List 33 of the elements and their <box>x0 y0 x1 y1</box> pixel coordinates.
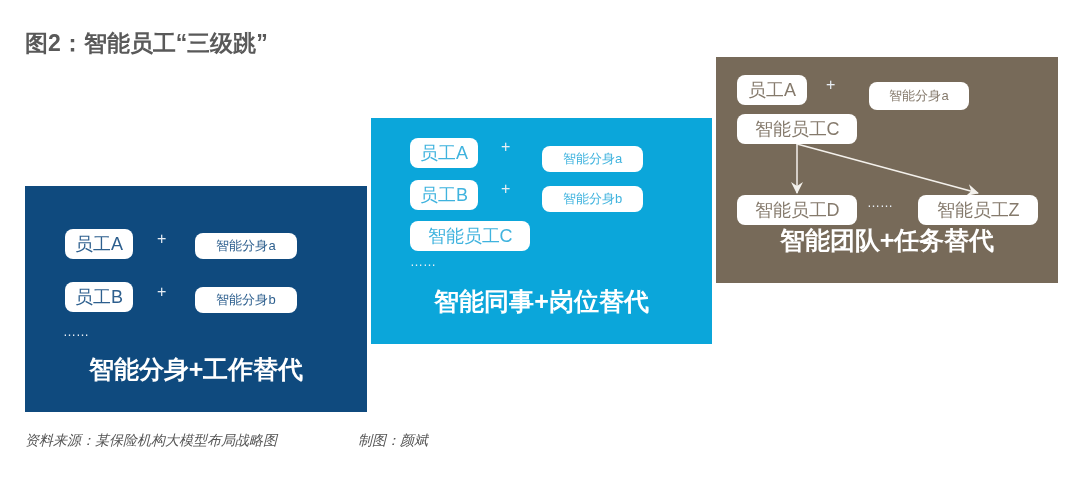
stage-panel <box>25 186 367 412</box>
name-tag: 智能分身a <box>542 146 643 172</box>
name-tag: 智能员工D <box>737 195 857 225</box>
ellipsis: …… <box>867 195 893 210</box>
plus-sign: + <box>157 230 167 248</box>
panel-heading: 智能同事+岗位替代 <box>433 285 650 317</box>
plus-sign: + <box>157 283 167 301</box>
arrow <box>796 143 979 196</box>
credit-note: 制图：颜斌 <box>358 432 428 450</box>
name-tag: 智能分身a <box>869 82 969 110</box>
ellipsis: …… <box>63 324 89 339</box>
figure-title: 图2：智能员工“三级跳” <box>25 29 268 58</box>
arrow <box>791 143 803 194</box>
name-tag: 员工A <box>410 138 478 168</box>
name-tag: 员工A <box>737 75 807 105</box>
name-tag: 智能分身b <box>195 287 297 313</box>
ellipsis: …… <box>410 254 436 269</box>
name-tag: 员工A <box>65 229 133 259</box>
plus-sign: + <box>826 76 836 94</box>
name-tag: 智能员工C <box>410 221 530 251</box>
panel-heading: 智能团队+任务替代 <box>778 224 996 256</box>
stage-panel <box>716 57 1058 283</box>
plus-sign: + <box>501 138 511 156</box>
panel-heading: 智能分身+工作替代 <box>87 353 305 385</box>
name-tag: 智能员工C <box>737 114 857 144</box>
source-note: 资料来源：某保险机构大模型布局战略图 <box>25 432 277 450</box>
name-tag: 智能分身a <box>195 233 297 259</box>
name-tag: 智能员工Z <box>918 195 1038 225</box>
plus-sign: + <box>501 180 511 198</box>
name-tag: 智能分身b <box>542 186 643 212</box>
name-tag: 员工B <box>65 282 133 312</box>
name-tag: 员工B <box>410 180 478 210</box>
stage-panel <box>371 118 712 344</box>
